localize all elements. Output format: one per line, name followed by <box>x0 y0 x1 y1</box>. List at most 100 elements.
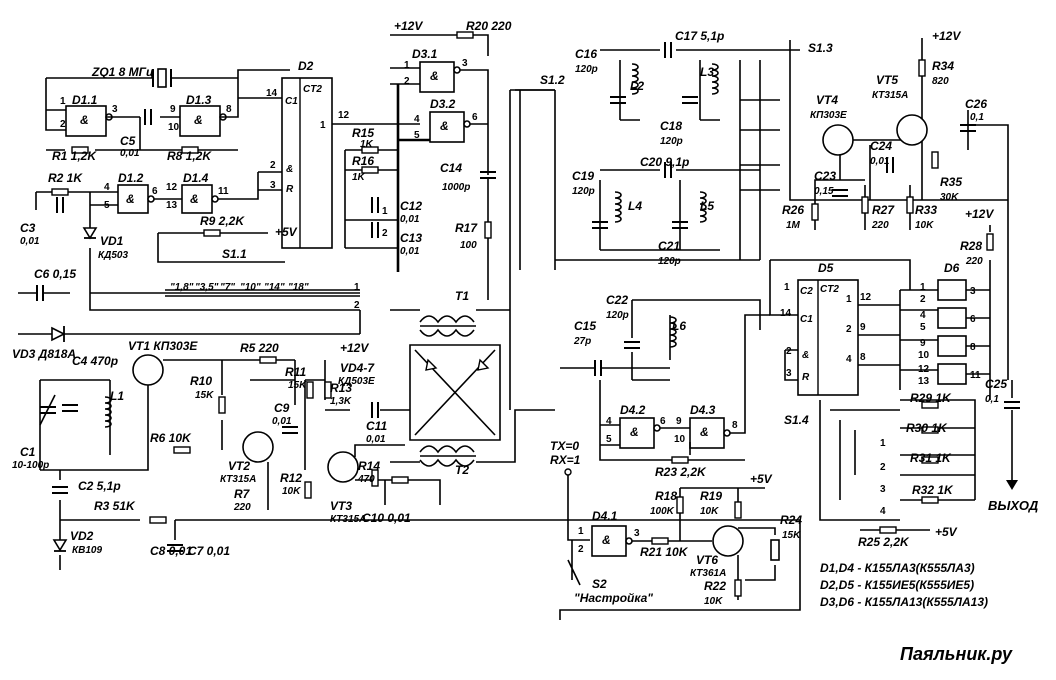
c26-label: C26 <box>965 97 987 111</box>
d5-pin9: 9 <box>860 322 866 333</box>
d1-2-amp: & <box>126 192 135 206</box>
txrx-line2: RX=1 <box>550 453 581 467</box>
d5-out2: 2 <box>846 324 852 335</box>
r23-label: R23 2,2K <box>655 465 707 479</box>
vt5-value: КТ315А <box>872 90 908 101</box>
d1-3-label: D1.3 <box>186 93 212 107</box>
r21-label: R21 10K <box>640 545 689 559</box>
band-labels: "1,8" "3,5" "7" "10" "14" "18" <box>170 282 309 293</box>
watermark: Паяльник.ру <box>900 644 1013 664</box>
d3-1-pin2: 2 <box>404 76 410 87</box>
d4-2-amp: & <box>630 425 639 439</box>
c16-label: C16 <box>575 47 597 61</box>
r33-label: R33 <box>915 203 937 217</box>
c25-value: 0,1 <box>985 394 999 405</box>
t1-label: T1 <box>455 289 469 303</box>
c24-label: C24 <box>870 139 892 153</box>
legend-line-1: D1,D4 - К155ЛА3(К555ЛА3) <box>820 561 975 575</box>
r12-label: R12 <box>280 471 302 485</box>
r32-label: R32 1K <box>912 483 954 497</box>
c21-label: C21 <box>658 239 680 253</box>
c23-value: 0,15 <box>814 186 834 197</box>
supply-p12-top: +12V <box>394 19 423 33</box>
r15-label: R15 <box>352 126 374 140</box>
zq1-label: ZQ1 8 МГц <box>91 65 154 79</box>
legend-line-3: D3,D6 - К155ЛА13(К555ЛА13) <box>820 595 988 609</box>
c19-label: C19 <box>572 169 594 183</box>
d4-2-gate: & D4.2 4 5 6 <box>606 403 666 449</box>
r34-label: R34 <box>932 59 954 73</box>
d2-pin14: 14 <box>266 88 278 99</box>
r31-label: R31 1K <box>910 451 952 465</box>
r18-label: R18 <box>655 489 677 503</box>
r2-label: R2 1K <box>48 171 83 185</box>
c24-value: 0,01 <box>870 156 890 167</box>
d4-2-pin6: 6 <box>660 416 666 427</box>
r24-label: R24 <box>780 513 802 527</box>
c22-label: C22 <box>606 293 628 307</box>
d4-1-pin3: 3 <box>634 528 640 539</box>
d3-2-pin6: 6 <box>472 112 478 123</box>
d3-2-label: D3.2 <box>430 97 456 111</box>
d2-pin2: 2 <box>270 160 276 171</box>
l2-label: L2 <box>630 79 644 93</box>
d1-4-amp: & <box>190 192 199 206</box>
r17-value: 100 <box>460 240 477 251</box>
ladder-pin1: 1 <box>880 438 886 449</box>
supply-p12-r28: +12V <box>965 207 994 221</box>
l1-label: L1 <box>110 389 124 403</box>
c23-label: C23 <box>814 169 836 183</box>
d3-2-gate: & D3.2 4 5 6 <box>414 97 478 143</box>
d4-1-gate: & D4.1 1 2 3 <box>578 509 640 557</box>
vd47-value: КД503Е <box>338 376 375 387</box>
d6-pin10: 10 <box>918 350 930 361</box>
vd47-label: VD4-7 <box>340 361 375 375</box>
r7-value: 220 <box>233 502 251 513</box>
vt3-label: VT3 <box>330 499 352 513</box>
d3-1-pin1: 1 <box>404 60 410 71</box>
d6-pin5: 5 <box>920 322 926 333</box>
c2-label: C2 5,1p <box>78 479 121 493</box>
c13-value: 0,01 <box>400 246 420 257</box>
r19-value: 10K <box>700 506 719 517</box>
vd2-label: VD2 <box>70 529 94 543</box>
vt2-transistor: VT2 КТ315А <box>220 431 274 485</box>
r7-label: R7 <box>234 487 251 501</box>
c9-value: 0,01 <box>272 416 292 427</box>
r1-label: R1 1,2K <box>52 149 97 163</box>
d5-pin14: 14 <box>780 308 792 319</box>
r12-value: 10K <box>282 486 301 497</box>
vd1-label: VD1 <box>100 234 124 248</box>
c19-value: 120p <box>572 186 595 197</box>
d5-c2: C2 <box>800 286 813 297</box>
r26-label: R26 <box>782 203 804 217</box>
d5-out1: 1 <box>846 294 852 305</box>
d1-2-gate: & D1.2 4 5 6 <box>104 171 158 214</box>
r25-label: R25 2,2K <box>858 535 910 549</box>
transformer-t1: T1 <box>419 289 476 337</box>
d3-2-pin4: 4 <box>414 114 420 125</box>
r14-label: R14 <box>358 459 380 473</box>
d4-1-label: D4.1 <box>592 509 618 523</box>
c26-value: 0,1 <box>970 112 984 123</box>
c18-value: 120p <box>660 136 683 147</box>
c4-label: C4 470p <box>72 354 118 368</box>
c7-label: C7 0,01 <box>188 544 230 558</box>
vt4-transistor: VT4 КП303Е <box>810 93 854 156</box>
r30-label: R30 1K <box>906 421 948 435</box>
d3-1-label: D3.1 <box>412 47 438 61</box>
s1-2-label: S1.2 <box>540 73 565 87</box>
l5-label: L5 <box>700 199 714 213</box>
d5-c1: C1 <box>800 314 813 325</box>
d6-gates: D6 3 6 8 11 1 2 4 5 9 10 12 13 <box>918 261 981 387</box>
c13-label: C13 <box>400 231 422 245</box>
chip-legend: D1,D4 - К155ЛА3(К555ЛА3) D2,D5 - К155ИЕ5… <box>820 561 988 609</box>
ladder-pin4: 4 <box>880 506 886 517</box>
d3-1-amp: & <box>430 69 439 83</box>
d1-3-pin8: 8 <box>226 104 232 115</box>
supply-p5-r9: +5V <box>275 225 298 239</box>
c12-value: 0,01 <box>400 214 420 225</box>
r22-value: 10K <box>704 596 723 607</box>
d6-pin8: 8 <box>970 342 976 353</box>
